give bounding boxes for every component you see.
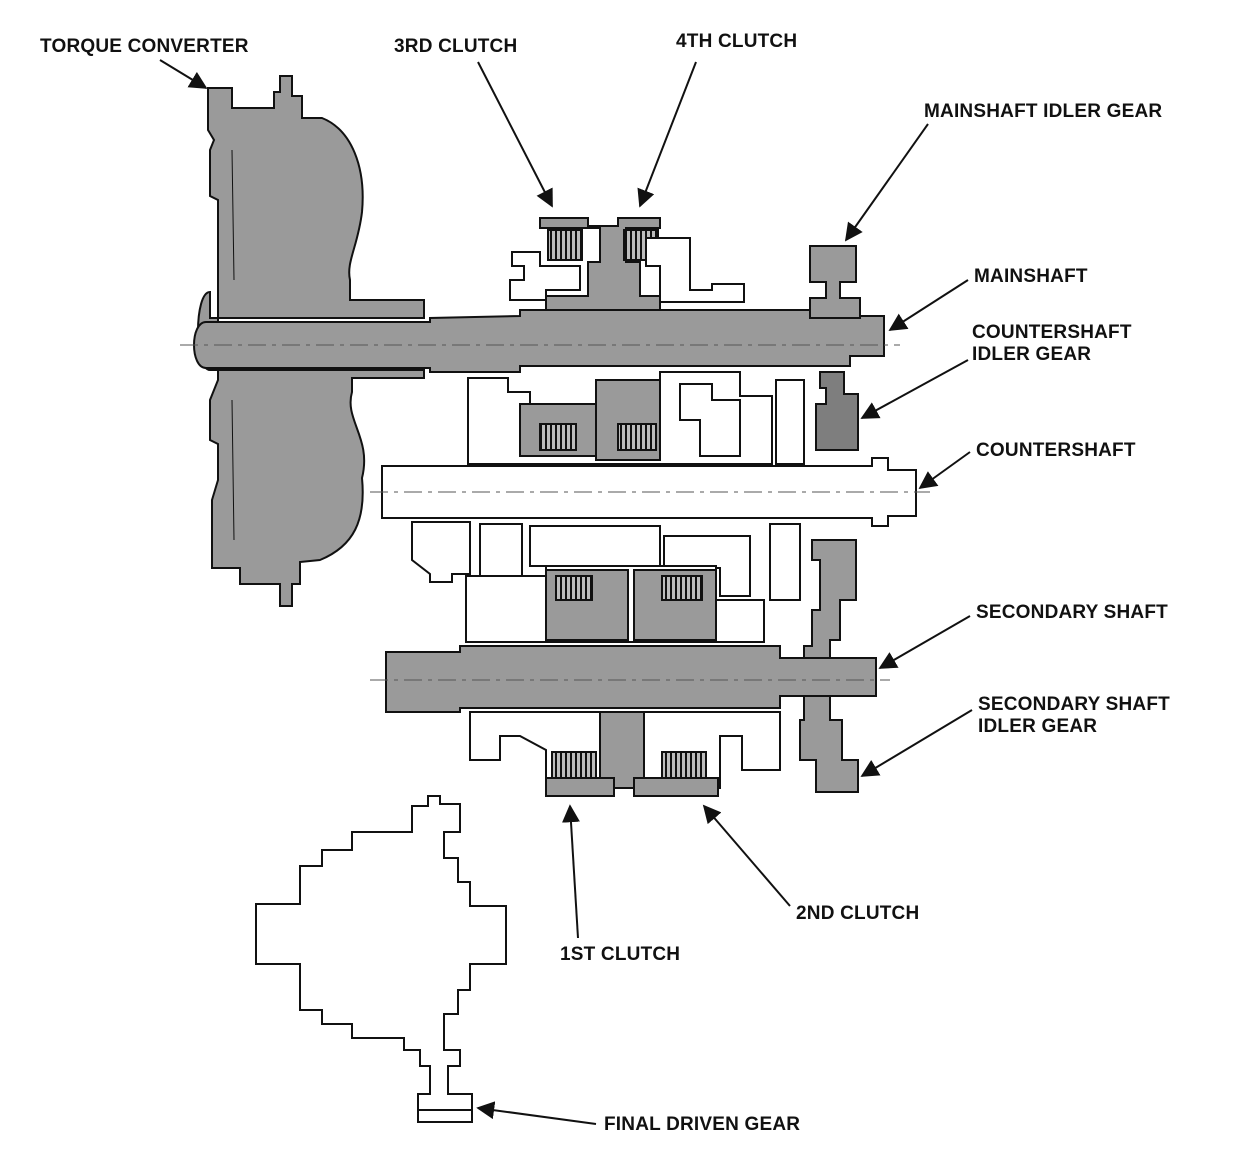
label-final-driven-gear: FINAL DRIVEN GEAR (604, 1114, 801, 1135)
label-secondary-shaft-idler-gear: SECONDARY SHAFT IDLER GEAR (978, 694, 1170, 737)
final-driven-gear-arrow (476, 1101, 597, 1125)
final-driven-gear-part (255, 795, 507, 1123)
label-torque-converter: TORQUE CONVERTER (40, 36, 249, 57)
secondary-shaft-arrow (878, 615, 971, 669)
label-third-clutch: 3RD CLUTCH (394, 36, 518, 57)
third-fourth-clutch-drum (509, 217, 745, 311)
first-clutch-arrow (561, 804, 580, 939)
secondary-shaft-idler-gear-arrow (860, 709, 973, 777)
label-mainshaft: MAINSHAFT (974, 266, 1088, 287)
secondary-shaft-upper-pack (465, 565, 765, 643)
mainshaft-idler-gear-part (809, 245, 861, 319)
secondary-shaft-part (385, 645, 877, 713)
mainshaft-idler-gear-arrow (844, 123, 929, 242)
label-countershaft: COUNTERSHAFT (976, 440, 1136, 461)
mainshaft-part (193, 309, 885, 373)
countershaft-idler-gear-part (815, 371, 859, 451)
torque-converter-arrow (159, 59, 208, 89)
label-first-clutch: 1ST CLUTCH (560, 944, 681, 965)
countershaft-idler-gear-arrow (860, 359, 969, 419)
countershaft-upper-clutch-pack (467, 371, 805, 465)
center-lines (180, 344, 930, 681)
third-clutch-arrow (477, 61, 553, 208)
second-clutch-arrow (702, 804, 791, 907)
label-secondary-shaft: SECONDARY SHAFT (976, 602, 1168, 623)
first-second-clutch-drum (469, 711, 781, 797)
label-second-clutch: 2ND CLUTCH (796, 903, 920, 924)
label-fourth-clutch: 4TH CLUTCH (676, 31, 798, 52)
fourth-clutch-arrow (637, 61, 697, 208)
countershaft-lower-gears (411, 521, 801, 601)
label-countershaft-idler-gear: COUNTERSHAFT IDLER GEAR (972, 322, 1132, 365)
leader-arrows (159, 59, 973, 1125)
countershaft-arrow (918, 451, 971, 490)
mainshaft-arrow (888, 279, 969, 331)
torque-converter-part (197, 75, 425, 607)
label-mainshaft-idler-gear: MAINSHAFT IDLER GEAR (924, 101, 1163, 122)
